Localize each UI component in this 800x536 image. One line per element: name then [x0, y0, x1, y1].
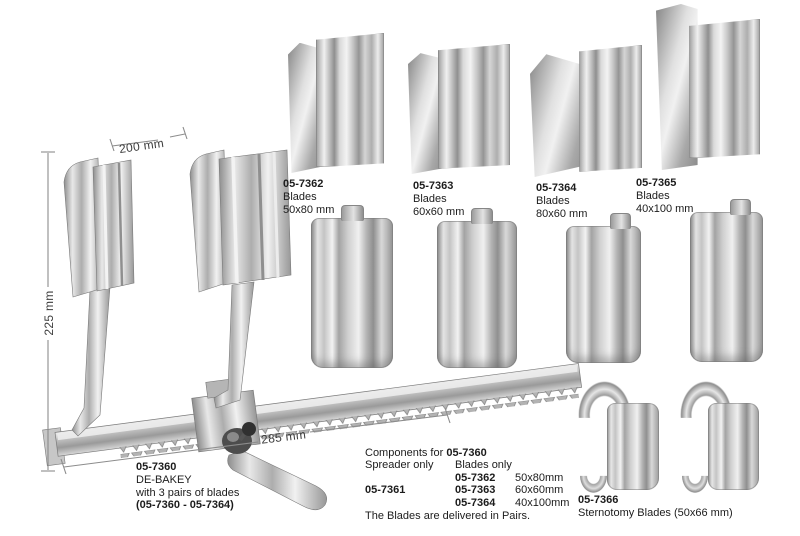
components-list: Components for 05-7360 Spreader only Blad…: [365, 447, 569, 522]
col-spreader-only: Spreader only: [365, 459, 434, 472]
blade-panel: [315, 33, 384, 168]
product-range: (05-7360 - 05-7364): [136, 499, 234, 512]
blade-size: 60x60 mm: [413, 206, 465, 218]
blade-code: 05-7364: [536, 182, 577, 194]
spreader-code: 05-7361: [365, 484, 406, 497]
blade-label-05-7365: 05-7365 Blades 40x100 mm: [636, 177, 693, 216]
blade-photo-05-7362: [288, 33, 384, 173]
blade-body: [606, 402, 659, 490]
blade-photo-05-7365: [656, 4, 760, 170]
blade-code: 05-7362: [283, 178, 324, 190]
product-name: DE-BAKEY: [136, 473, 192, 486]
blade-tab: [340, 205, 364, 221]
blade-back-photo-1: [311, 205, 393, 368]
blade-type: Blades: [283, 191, 317, 203]
blade-panel: [437, 44, 510, 169]
components-title: Components for 05-7360: [365, 447, 569, 459]
blade-foot: [578, 475, 609, 495]
blade-tab: [609, 213, 631, 229]
blade-panel: [689, 18, 760, 159]
product-code: 05-7360: [136, 461, 177, 473]
blade-row-code: 05-7364: [455, 496, 496, 509]
blade-panel: [579, 45, 642, 172]
blade-row-size: 60x60mm: [515, 484, 564, 497]
components-title-prefix: Components for: [365, 447, 447, 459]
blade-size: 40x100 mm: [636, 203, 694, 215]
blade-code: 05-7365: [636, 177, 677, 189]
left-arm: [63, 157, 135, 437]
components-row-2: 05-7361 05-7363 60x60mm: [365, 484, 569, 496]
blade-tab: [730, 199, 752, 215]
components-row-3: 05-7364 40x100mm: [365, 497, 569, 509]
blade-tab: [470, 208, 494, 224]
blade-row-code: 05-7362: [455, 471, 496, 484]
blade-foot: [680, 475, 710, 495]
right-arm: [189, 149, 292, 409]
blade-photo-05-7364: [530, 45, 642, 177]
components-title-code: 05-7360: [446, 447, 487, 459]
blade-type: Blades: [636, 190, 670, 202]
blade-body: [707, 402, 759, 490]
main-product-label: 05-7360 DE-BAKEY with 3 pairs of blades …: [136, 461, 239, 512]
product-desc: with 3 pairs of blades: [136, 486, 240, 499]
blade-back-photo-4: [690, 199, 763, 362]
blade-flange: [530, 54, 589, 177]
blade-row-code: 05-7363: [455, 484, 496, 497]
blade-photo-05-7363: [408, 44, 510, 174]
sternotomy-desc: Sternotomy Blades (50x66 mm): [578, 507, 733, 519]
blade-size: 50x80 mm: [283, 204, 335, 216]
components-headers: Spreader only Blades only: [365, 459, 569, 471]
blade-back-photo-3: [566, 213, 641, 363]
blade-size: 80x60 mm: [536, 208, 588, 220]
col-blades-only: Blades only: [455, 459, 512, 472]
sternotomy-code: 05-7366: [578, 494, 619, 506]
blade-row-size: 50x80mm: [515, 471, 564, 484]
blade-label-05-7362: 05-7362 Blades 50x80 mm: [283, 178, 334, 217]
blade-back-photo-2: [437, 208, 517, 368]
sternotomy-label: 05-7366 Sternotomy Blades (50x66 mm): [578, 494, 733, 520]
blade-type: Blades: [413, 193, 447, 205]
dimension-lines: [41, 126, 451, 475]
blade-row-size: 40x100mm: [515, 496, 570, 509]
blade-type: Blades: [536, 195, 570, 207]
sternotomy-blade-photo-2: [677, 376, 759, 495]
dimension-label-left: 225 mm: [42, 290, 56, 336]
components-note: The Blades are delivered in Pairs.: [365, 510, 531, 523]
components-row-1: 05-7362 50x80mm: [365, 472, 569, 484]
blade-label-05-7363: 05-7363 Blades 60x60 mm: [413, 180, 464, 219]
crank-handle: [222, 422, 327, 511]
blade-label-05-7364: 05-7364 Blades 80x60 mm: [536, 182, 587, 221]
sternotomy-blade-photo-1: [575, 376, 659, 495]
blade-code: 05-7363: [413, 180, 454, 192]
